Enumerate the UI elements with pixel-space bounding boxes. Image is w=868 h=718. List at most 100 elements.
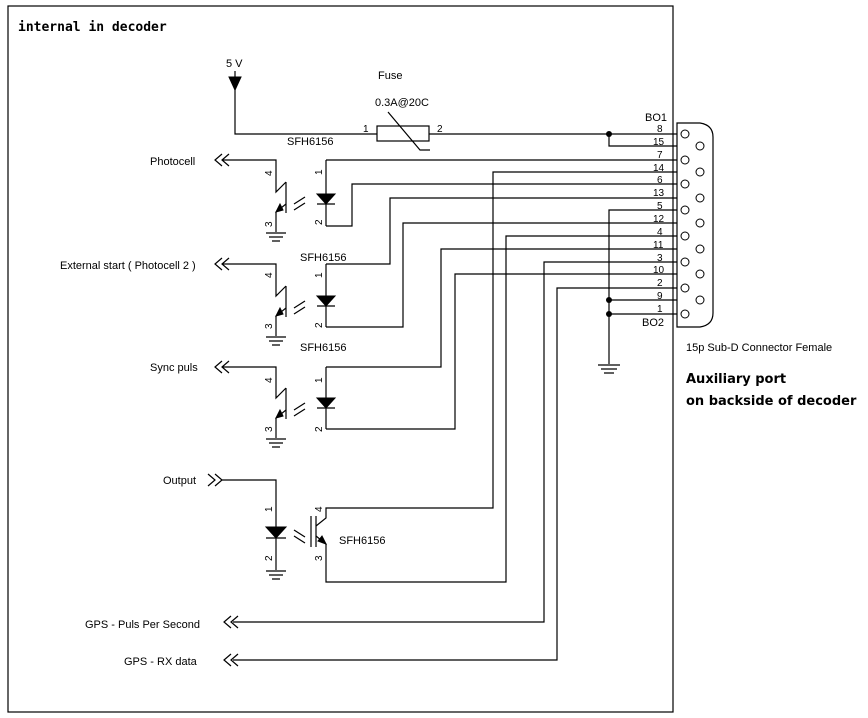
- led-bar: [317, 203, 335, 226]
- sub-d-connector: BO1 BO2 8 15 7 14 6 13 5 12 4 11 3 10 2 …: [642, 112, 832, 354]
- supply-label: 5 V: [226, 58, 243, 70]
- pin-14-circle: [695, 167, 705, 177]
- opto2-pin2: 2: [314, 322, 325, 328]
- collector-wire: [222, 263, 287, 298]
- pin-11-circle: [695, 244, 705, 254]
- fuse-pin-1: 1: [363, 124, 369, 135]
- pin-5-circle: [680, 205, 690, 215]
- emitter-arrow: [275, 202, 284, 213]
- opto3-pin1: 1: [314, 377, 325, 383]
- opto2-pin1: 1: [314, 272, 325, 278]
- emitter-arrow: [317, 535, 328, 545]
- pin13-wire: [326, 197, 677, 265]
- pin-3-circle: [680, 257, 690, 267]
- fuse-ptc-slash: [387, 111, 430, 151]
- pin-number: 12: [653, 214, 665, 225]
- ground-symbol: [266, 336, 286, 346]
- pin-2-circle: [680, 283, 690, 293]
- gps-pps-label: GPS - Puls Per Second: [85, 619, 200, 631]
- pin-number: 2: [657, 278, 663, 289]
- sync-puls-label: Sync puls: [150, 362, 198, 374]
- pin-number: 15: [653, 137, 665, 148]
- collector-wire: [315, 171, 677, 527]
- opto3-pin2: 2: [314, 426, 325, 432]
- ground-symbol: [598, 364, 620, 374]
- emitter-arrow: [275, 408, 284, 419]
- fuse-rating: 0.3A@20C: [375, 97, 429, 109]
- pin3-wire: [233, 261, 677, 623]
- opto1-pin3: 3: [264, 221, 275, 227]
- opto-pin-numbers: 4 3 1 2 4 3 1 2 4 3 1 2 1 2 4 3: [264, 169, 325, 561]
- pin-15-circle: [695, 141, 705, 151]
- opto4-part-label: SFH6156: [339, 535, 385, 547]
- pin-number: 11: [653, 240, 664, 251]
- collector-wire: [222, 159, 287, 194]
- connector-pin-numbers: 8 15 7 14 6 13 5 12 4 11 3 10 2 9 1: [653, 124, 665, 315]
- opto2-pin3: 3: [264, 323, 275, 329]
- pin-number: 10: [653, 265, 665, 276]
- output-arrow: [207, 473, 223, 487]
- frame-title: internal in decoder: [18, 20, 167, 35]
- pin-number: 7: [657, 150, 663, 161]
- opto2-pin4: 4: [264, 272, 275, 278]
- pin-13-circle: [695, 193, 705, 203]
- pin-number: 6: [657, 175, 663, 186]
- opto4-pin4: 4: [314, 506, 325, 512]
- phototransistor-base: [310, 516, 317, 547]
- connector-pin-circles: [680, 129, 705, 319]
- led-symbol: [315, 397, 337, 409]
- pin-4-circle: [680, 231, 690, 241]
- pin12-wire: [326, 222, 677, 328]
- opto1-pin2: 2: [314, 219, 325, 225]
- junction-dot: [606, 297, 612, 303]
- light-arrows: [293, 402, 306, 417]
- connector-shell: [676, 122, 714, 328]
- ground-symbol: [266, 438, 286, 448]
- led-bar: [266, 537, 286, 570]
- pin-8-circle: [680, 129, 690, 139]
- emitter-arrow: [275, 306, 284, 317]
- opto3-pin4: 4: [264, 377, 275, 383]
- fuse-pin-2: 2: [437, 124, 443, 135]
- pin-10-circle: [695, 269, 705, 279]
- led-bar: [317, 305, 335, 327]
- collector-wire: [222, 366, 287, 400]
- pin-number: 8: [657, 124, 663, 135]
- pin-number: 3: [657, 253, 663, 264]
- pin-1-circle: [680, 309, 690, 319]
- pin-number: 5: [657, 201, 663, 212]
- pin-number: 9: [657, 291, 663, 302]
- opto4-pin1: 1: [264, 506, 275, 512]
- pin-12-circle: [695, 218, 705, 228]
- decoder-frame: [7, 5, 674, 713]
- opto2-part-label: SFH6156: [300, 252, 346, 264]
- caption-line-1: Auxiliary port: [686, 372, 786, 387]
- pin-6-circle: [680, 179, 690, 189]
- light-arrows: [293, 529, 306, 544]
- opto1-pin4: 4: [264, 170, 275, 176]
- pin2-wire: [233, 287, 677, 661]
- external-start-label: External start ( Photocell 2 ): [60, 260, 196, 272]
- pin-number: 4: [657, 227, 663, 238]
- led-symbol: [315, 193, 337, 205]
- ground-symbol: [266, 570, 286, 580]
- light-arrows: [293, 300, 306, 315]
- opto1-pin1: 1: [314, 169, 325, 175]
- led-anode-wire: [222, 479, 277, 527]
- optocoupler-1: [214, 153, 337, 242]
- pin-number: 13: [653, 188, 665, 199]
- fuse-symbol: [376, 125, 430, 142]
- pin10-wire: [326, 273, 677, 430]
- connector-description: 15p Sub-D Connector Female: [686, 342, 832, 354]
- supply-wire: [234, 71, 377, 135]
- opto1-part-label: SFH6156: [287, 136, 333, 148]
- gps-rx-arrow: [223, 653, 239, 667]
- junction-dot: [606, 311, 612, 317]
- ground-symbol: [266, 232, 286, 242]
- pin-9-circle: [695, 295, 705, 305]
- pin-number: 1: [657, 304, 663, 315]
- output-label: Output: [163, 475, 196, 487]
- optocoupler-3: [214, 360, 337, 448]
- photocell-label: Photocell: [150, 156, 195, 168]
